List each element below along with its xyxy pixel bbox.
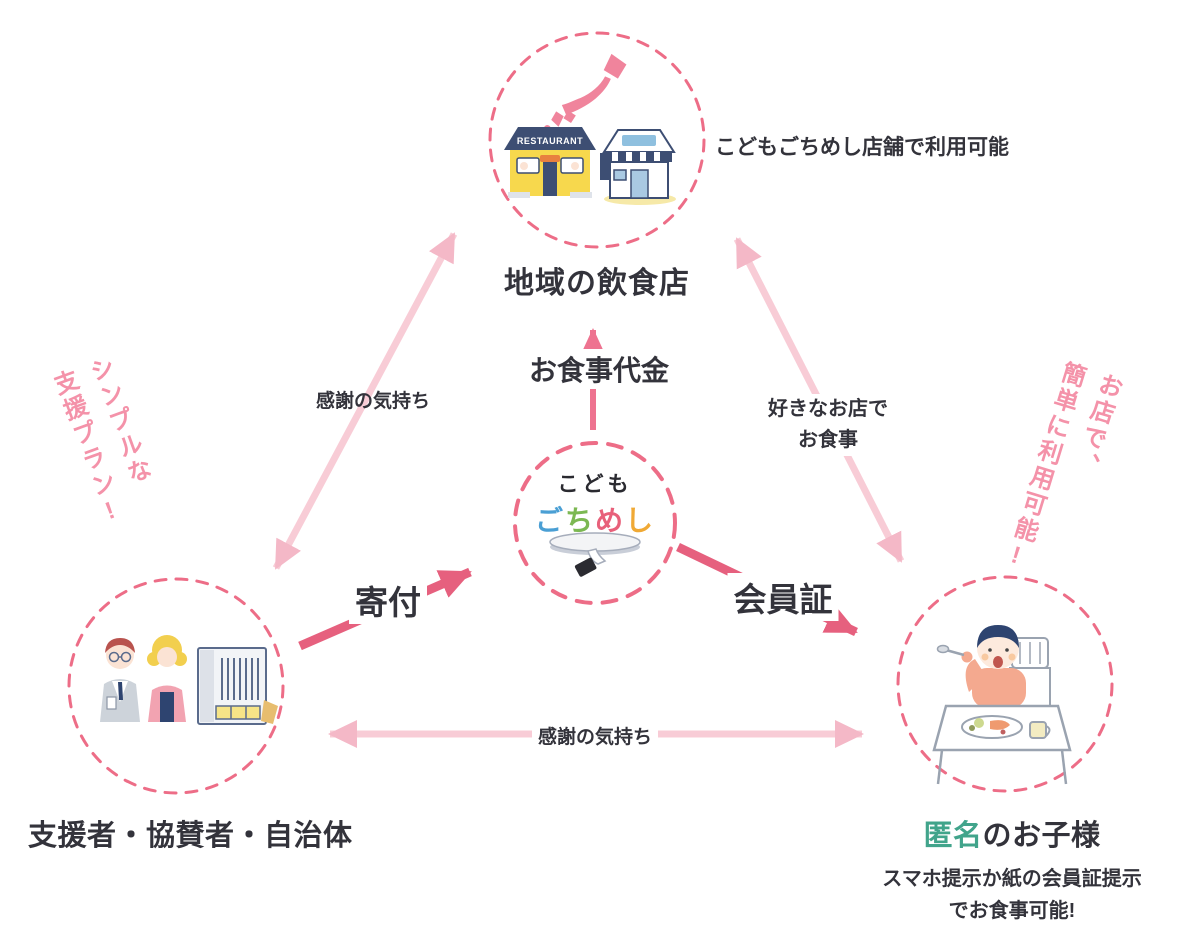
- node-restaurants-circle: [488, 31, 706, 249]
- node-children-label-rest: のお子様: [982, 820, 1101, 852]
- supporters-illustration: [100, 635, 278, 725]
- children-note-line1: スマホ提示か紙の会員証提示: [882, 868, 1142, 890]
- arrow-gratitude-upper: [272, 232, 458, 570]
- building-illustration: [197, 647, 278, 725]
- restaurant-illustration: RESTAURANT: [504, 127, 596, 198]
- center-logo-line1: こども: [557, 473, 633, 496]
- edge-gratitude-upper-label: 感謝の気持ち: [315, 391, 431, 412]
- center-logo-line2: ごちめし: [535, 499, 655, 539]
- node-center-circle: [513, 441, 677, 605]
- children-note: スマホ提示か紙の会員証提示 でお食事可能!: [882, 863, 1141, 927]
- edge-gratitude-lower-label: 感謝の気持ち: [531, 722, 659, 749]
- node-children-label-highlight: 匿名: [923, 820, 983, 852]
- edge-donation-label: 寄付: [349, 576, 427, 624]
- logo-letter-me: め: [595, 505, 626, 536]
- edge-membership-label: 会員証: [727, 573, 839, 621]
- edge-favorite-line2: お食事: [798, 429, 858, 451]
- japan-map-icon: [543, 53, 627, 133]
- shop-illustration: [600, 129, 676, 205]
- edge-favorite-store-label: 好きなお店で お食事: [762, 394, 894, 456]
- restaurants-note: こどもごちめし店舗で利用可能: [715, 136, 1009, 159]
- edge-meal-payment-label: お食事代金: [522, 349, 676, 389]
- logo-letter-go: ご: [534, 505, 565, 536]
- plate-illustration: [549, 532, 641, 577]
- child-illustration: [932, 625, 1072, 785]
- restaurant-sign-text: RESTAURANT: [517, 136, 583, 146]
- logo-letter-chi: ち: [564, 505, 595, 536]
- edge-favorite-line1: 好きなお店で: [768, 398, 888, 420]
- node-children-circle: [896, 575, 1114, 793]
- children-note-line2: でお食事可能!: [948, 900, 1076, 922]
- node-children-label: 匿名のお子様: [923, 812, 1100, 854]
- center-logo: こども ごちめし: [535, 468, 655, 539]
- node-restaurants-label: 地域の飲食店: [504, 267, 690, 300]
- node-supporters-circle: [67, 577, 285, 795]
- logo-letter-shi: し: [625, 505, 656, 536]
- node-supporters-label: 支援者・協賛者・自治体: [28, 820, 353, 852]
